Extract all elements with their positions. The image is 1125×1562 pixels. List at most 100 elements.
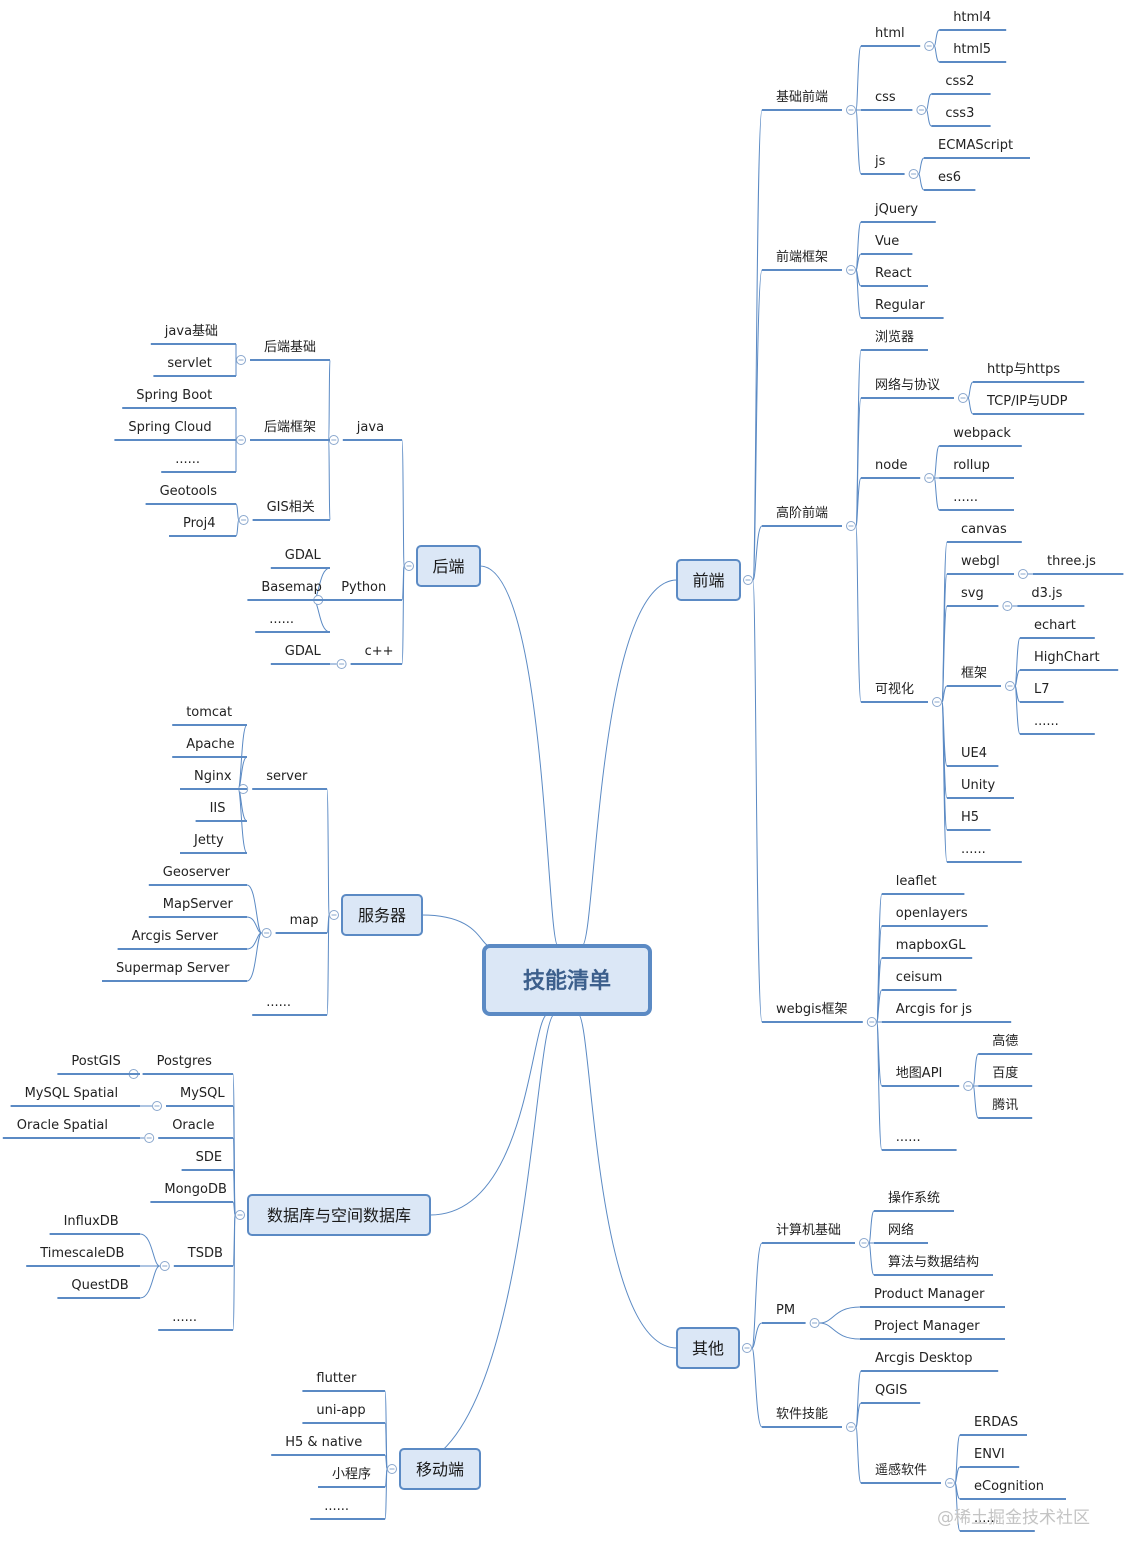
topic-apache[interactable]: Apache xyxy=(172,737,247,758)
topic-cjk[interactable]: ...... xyxy=(252,995,327,1016)
topic-cjk[interactable]: ...... xyxy=(947,842,1022,863)
topic-basemap[interactable]: Basemap xyxy=(247,580,330,601)
topic-java[interactable]: java xyxy=(342,420,402,441)
topic-gis[interactable]: GIS相关 xyxy=(252,500,330,521)
topic-java[interactable]: java基础 xyxy=(150,324,236,345)
topic-three-js[interactable]: three.js xyxy=(1033,554,1124,575)
topic-nginx[interactable]: Nginx xyxy=(180,769,247,790)
collapse-icon[interactable] xyxy=(809,1318,820,1328)
collapse-icon[interactable] xyxy=(329,910,339,920)
topic-postgis[interactable]: PostGIS xyxy=(57,1054,140,1075)
topic-webpack[interactable]: webpack xyxy=(939,426,1022,447)
topic-mapboxgl[interactable]: mapboxGL xyxy=(881,938,973,959)
branch-database[interactable]: 数据库与空间数据库 xyxy=(247,1194,431,1236)
topic-es6[interactable]: es6 xyxy=(924,170,976,191)
collapse-icon[interactable] xyxy=(958,393,968,403)
topic-highchart[interactable]: HighChart xyxy=(1020,650,1119,671)
topic-influxdb[interactable]: InfluxDB xyxy=(49,1214,140,1235)
topic-css[interactable]: css xyxy=(861,90,913,111)
collapse-icon[interactable] xyxy=(866,1017,877,1027)
collapse-icon[interactable] xyxy=(945,1478,955,1488)
topic-product-manager[interactable]: Product Manager xyxy=(860,1287,1005,1308)
topic-geotools[interactable]: Geotools xyxy=(145,484,236,505)
topic-postgres[interactable]: Postgres xyxy=(142,1054,233,1075)
topic-node[interactable]: node xyxy=(861,458,921,479)
topic-uni-app[interactable]: uni-app xyxy=(302,1403,385,1424)
topic-cjk[interactable]: 遥感软件 xyxy=(861,1462,941,1484)
topic-l7[interactable]: L7 xyxy=(1020,682,1064,703)
collapse-icon[interactable] xyxy=(924,473,935,483)
topic-cjk[interactable]: 可视化 xyxy=(861,682,928,703)
topic-mongodb[interactable]: MongoDB xyxy=(150,1182,233,1203)
collapse-icon[interactable] xyxy=(144,1133,155,1143)
branch-server[interactable]: 服务器 xyxy=(341,894,423,936)
topic-cjk[interactable]: 小程序 xyxy=(318,1467,385,1488)
topic-h5-native[interactable]: H5 & native xyxy=(271,1435,385,1456)
topic-jquery[interactable]: jQuery xyxy=(861,202,936,223)
collapse-icon[interactable] xyxy=(1018,569,1028,579)
collapse-icon[interactable] xyxy=(908,169,919,179)
topic-map[interactable]: map xyxy=(275,913,327,934)
topic-cjk[interactable]: 基础前端 xyxy=(762,89,842,111)
collapse-icon[interactable] xyxy=(236,435,246,445)
topic-webgl[interactable]: webgl xyxy=(947,554,1014,575)
branch-other[interactable]: 其他 xyxy=(676,1327,740,1369)
topic-supermap-server[interactable]: Supermap Server xyxy=(102,961,247,982)
topic-cjk[interactable]: 腾讯 xyxy=(978,1097,1033,1119)
topic-regular[interactable]: Regular xyxy=(861,298,944,319)
topic-cjk[interactable]: 高阶前端 xyxy=(762,505,842,527)
topic-mapserver[interactable]: MapServer xyxy=(148,897,247,918)
collapse-icon[interactable] xyxy=(916,105,927,115)
topic-ue4[interactable]: UE4 xyxy=(947,746,999,767)
topic-cjk[interactable]: 框架 xyxy=(947,666,1001,687)
topic-cjk[interactable]: 浏览器 xyxy=(861,329,928,351)
collapse-icon[interactable] xyxy=(387,1464,397,1474)
branch-backend[interactable]: 后端 xyxy=(416,545,481,587)
collapse-icon[interactable] xyxy=(1005,681,1015,691)
collapse-icon[interactable] xyxy=(261,928,272,938)
topic-cjk[interactable]: 操作系统 xyxy=(874,1190,954,1212)
topic-canvas[interactable]: canvas xyxy=(947,522,1022,543)
topic-cjk[interactable]: 后端框架 xyxy=(250,420,330,441)
topic-html4[interactable]: html4 xyxy=(939,10,1007,31)
topic-echart[interactable]: echart xyxy=(1020,618,1095,639)
collapse-icon[interactable] xyxy=(238,515,249,525)
topic-project-manager[interactable]: Project Manager xyxy=(860,1319,1005,1340)
topic-arcgis-server[interactable]: Arcgis Server xyxy=(117,929,247,950)
topic-cjk[interactable]: ...... xyxy=(1020,714,1095,735)
topic-cjk[interactable]: ...... xyxy=(158,1310,233,1331)
topic-cjk[interactable]: 软件技能 xyxy=(762,1407,842,1428)
topic-h5[interactable]: H5 xyxy=(947,810,991,831)
topic-js[interactable]: js xyxy=(861,154,905,175)
topic-svg[interactable]: svg xyxy=(947,586,999,607)
collapse-icon[interactable] xyxy=(846,265,856,275)
topic-css3[interactable]: css3 xyxy=(931,106,991,127)
topic-cjk[interactable]: ...... xyxy=(161,452,236,473)
topic-erdas[interactable]: ERDAS xyxy=(960,1415,1027,1436)
collapse-icon[interactable] xyxy=(859,1238,869,1248)
topic-html5[interactable]: html5 xyxy=(939,42,1007,63)
topic-oracle-spatial[interactable]: Oracle Spatial xyxy=(2,1118,140,1139)
topic-server[interactable]: server xyxy=(252,769,327,790)
topic-qgis[interactable]: QGIS xyxy=(861,1383,921,1404)
collapse-icon[interactable] xyxy=(235,1210,245,1220)
root-node[interactable]: 技能清单 xyxy=(482,944,652,1016)
topic-cjk[interactable]: ...... xyxy=(939,490,1014,511)
topic-timescaledb[interactable]: TimescaleDB xyxy=(26,1246,140,1267)
topic-unity[interactable]: Unity xyxy=(947,778,1014,799)
topic-cjk[interactable]: 网络 xyxy=(874,1222,928,1244)
topic-cjk[interactable]: ...... xyxy=(881,1130,957,1151)
topic-ecognition[interactable]: eCognition xyxy=(960,1479,1066,1500)
topic-api[interactable]: 地图API xyxy=(881,1066,960,1087)
collapse-icon[interactable] xyxy=(932,697,942,707)
topic-vue[interactable]: Vue xyxy=(861,234,913,255)
topic-http-https[interactable]: http与https xyxy=(973,362,1085,383)
topic-ceisum[interactable]: ceisum xyxy=(881,970,957,991)
topic-css2[interactable]: css2 xyxy=(931,74,991,95)
topic-mysql-spatial[interactable]: MySQL Spatial xyxy=(10,1086,140,1107)
topic-react[interactable]: React xyxy=(861,266,928,287)
topic-servlet[interactable]: servlet xyxy=(153,356,236,377)
collapse-icon[interactable] xyxy=(924,41,935,51)
topic-cjk[interactable]: 计算机基础 xyxy=(762,1223,855,1244)
topic-cjk[interactable]: 百度 xyxy=(978,1065,1033,1087)
